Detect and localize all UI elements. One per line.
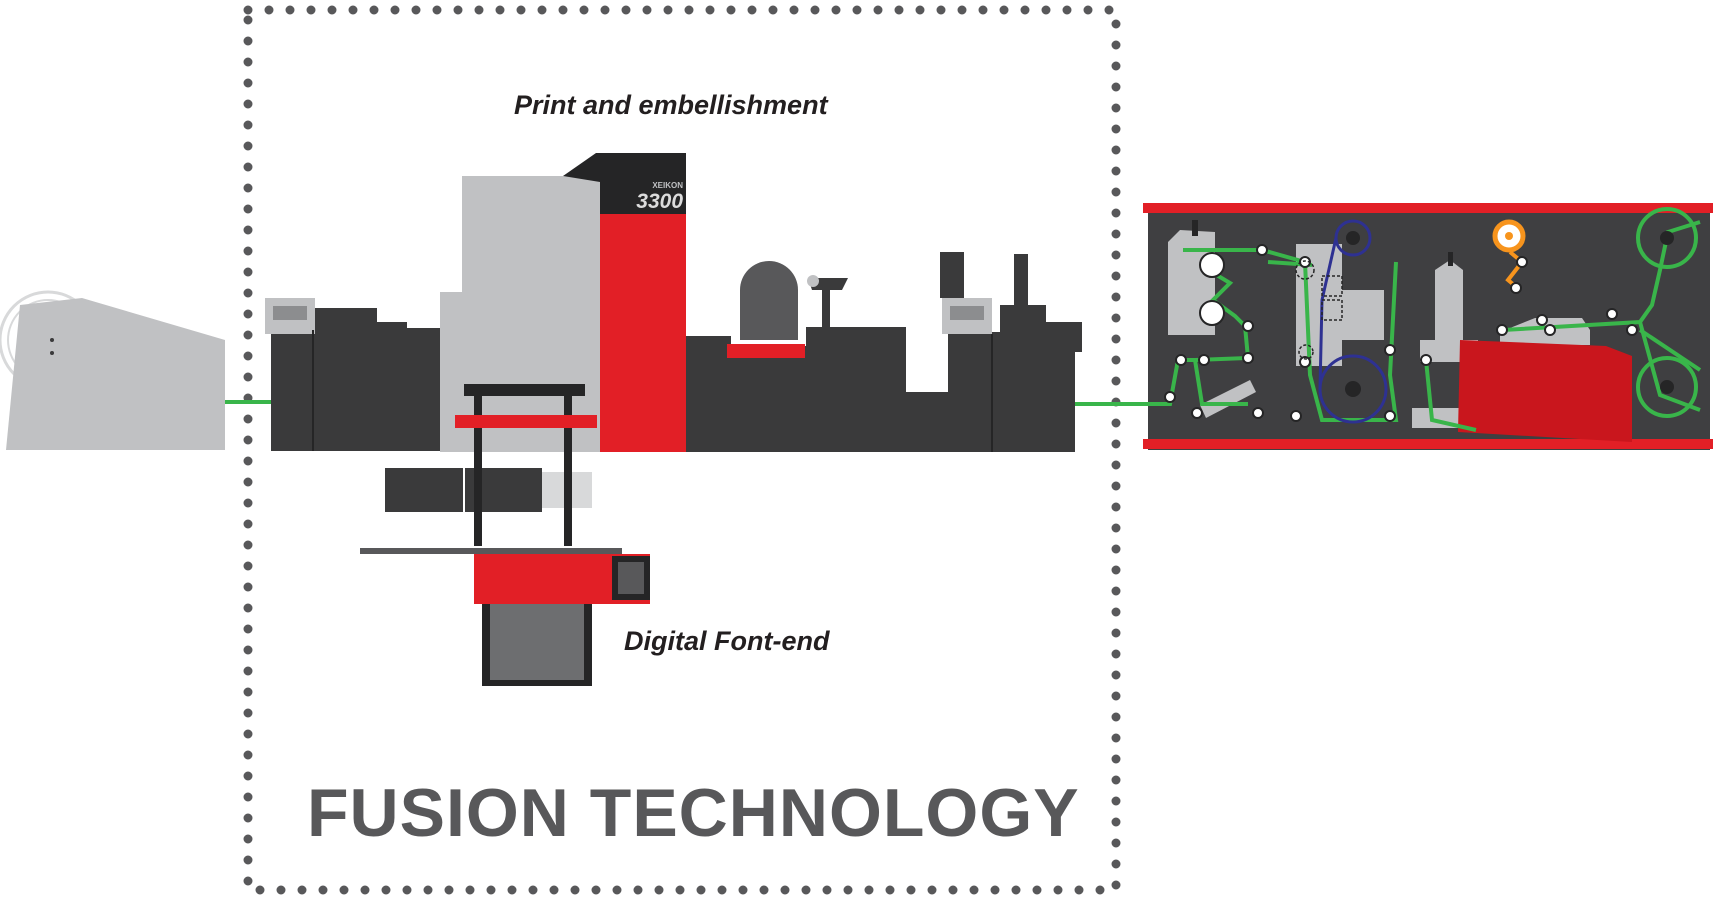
press-brand: XEIKON xyxy=(652,181,683,190)
digital-front-end-label: Digital Font-end xyxy=(624,626,830,656)
unwinder-unit xyxy=(0,290,225,450)
finishing-schematic-panel xyxy=(1143,203,1713,450)
xeikon-3300-press: XEIKON 3300 xyxy=(440,153,731,452)
digital-front-end-station xyxy=(360,384,650,686)
pre-press-module xyxy=(265,298,511,451)
web-path xyxy=(225,400,1148,406)
embellishment-module xyxy=(727,261,948,452)
fusion-dotted-frame xyxy=(243,5,1121,895)
finishing-module xyxy=(940,252,1082,452)
press-model: 3300 xyxy=(636,190,683,213)
fusion-technology-title: FUSION TECHNOLOGY xyxy=(307,775,1080,851)
print-embellishment-label: Print and embellishment xyxy=(514,90,828,120)
